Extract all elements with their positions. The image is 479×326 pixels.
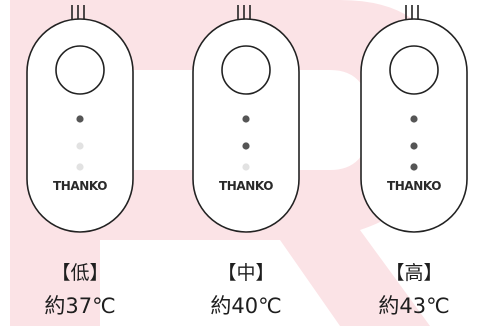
indicator-dot (76, 163, 84, 171)
indicator-dot (410, 115, 418, 123)
temperature-mid: 約40℃ (210, 294, 282, 318)
indicator-dot (76, 142, 84, 150)
brand-label: THANKO (52, 179, 108, 193)
indicator-dot (242, 115, 250, 123)
level-label-low: 【低】 (51, 262, 109, 284)
temperature-low: 約37℃ (44, 294, 116, 318)
indicator-dot (242, 163, 250, 171)
heater-device-icon (26, 5, 134, 233)
brand-label: THANKO (218, 179, 274, 193)
device-low: THANKO (21, 0, 139, 240)
indicator-dot (76, 115, 84, 123)
device-high: THANKO (355, 0, 473, 240)
heater-device-icon (360, 5, 468, 233)
level-label-high: 【高】 (385, 262, 443, 284)
device-mid: THANKO (187, 0, 305, 240)
indicator-dot (410, 163, 418, 171)
heater-device-icon (192, 5, 300, 233)
level-label-mid: 【中】 (217, 262, 275, 284)
temperature-high: 約43℃ (378, 294, 450, 318)
indicator-dot (410, 142, 418, 150)
indicator-dot (242, 142, 250, 150)
brand-label: THANKO (386, 179, 442, 193)
